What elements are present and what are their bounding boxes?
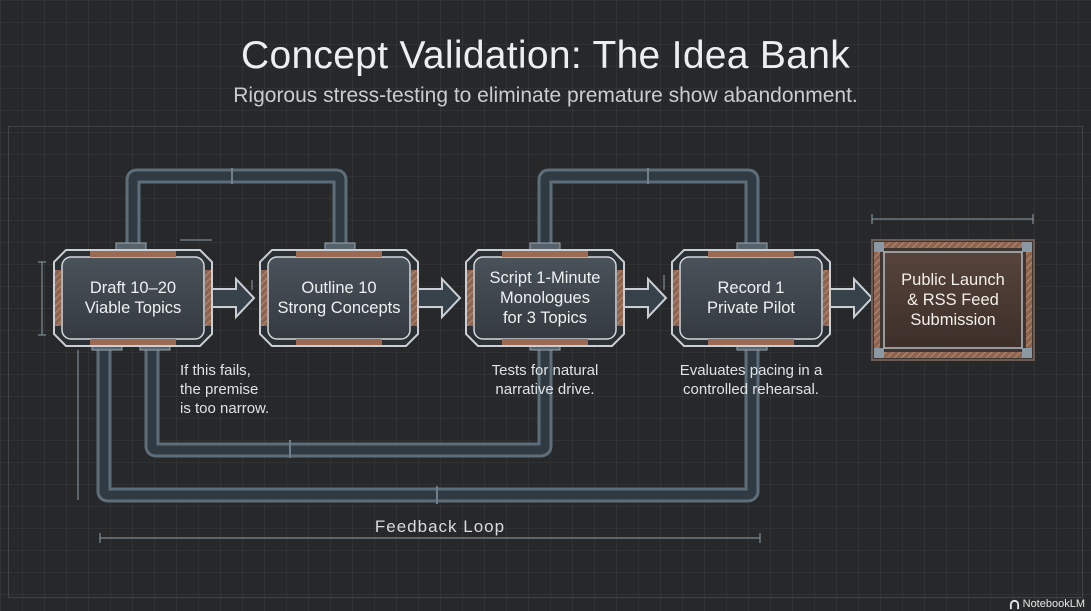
step-node-script	[465, 242, 625, 351]
arrow-2	[417, 276, 462, 320]
notebook-icon	[1009, 599, 1019, 609]
launch-node	[871, 239, 1035, 361]
step-node-pilot	[671, 242, 831, 351]
arrow-4	[829, 276, 874, 320]
page-subtitle: Rigorous stress-testing to eliminate pre…	[233, 84, 858, 107]
brand-name: NotebookLM	[1022, 598, 1085, 610]
feedback-pipe-inner	[144, 345, 553, 458]
page-title: Concept Validation: The Idea Bank	[240, 34, 851, 77]
step-node-draft	[53, 242, 213, 351]
top-pipe-left	[125, 168, 348, 250]
diagram-frame	[8, 126, 1083, 598]
brand-watermark: NotebookLM	[1009, 598, 1085, 610]
feedback-pipe-outer	[96, 345, 760, 503]
top-pipe-right	[537, 168, 760, 250]
feedback-loop-label: Feedback Loop	[374, 517, 506, 536]
step-node-outline	[259, 242, 419, 347]
arrow-1	[211, 276, 256, 320]
dimension-lines	[38, 214, 1034, 543]
arrow-3	[623, 276, 668, 320]
